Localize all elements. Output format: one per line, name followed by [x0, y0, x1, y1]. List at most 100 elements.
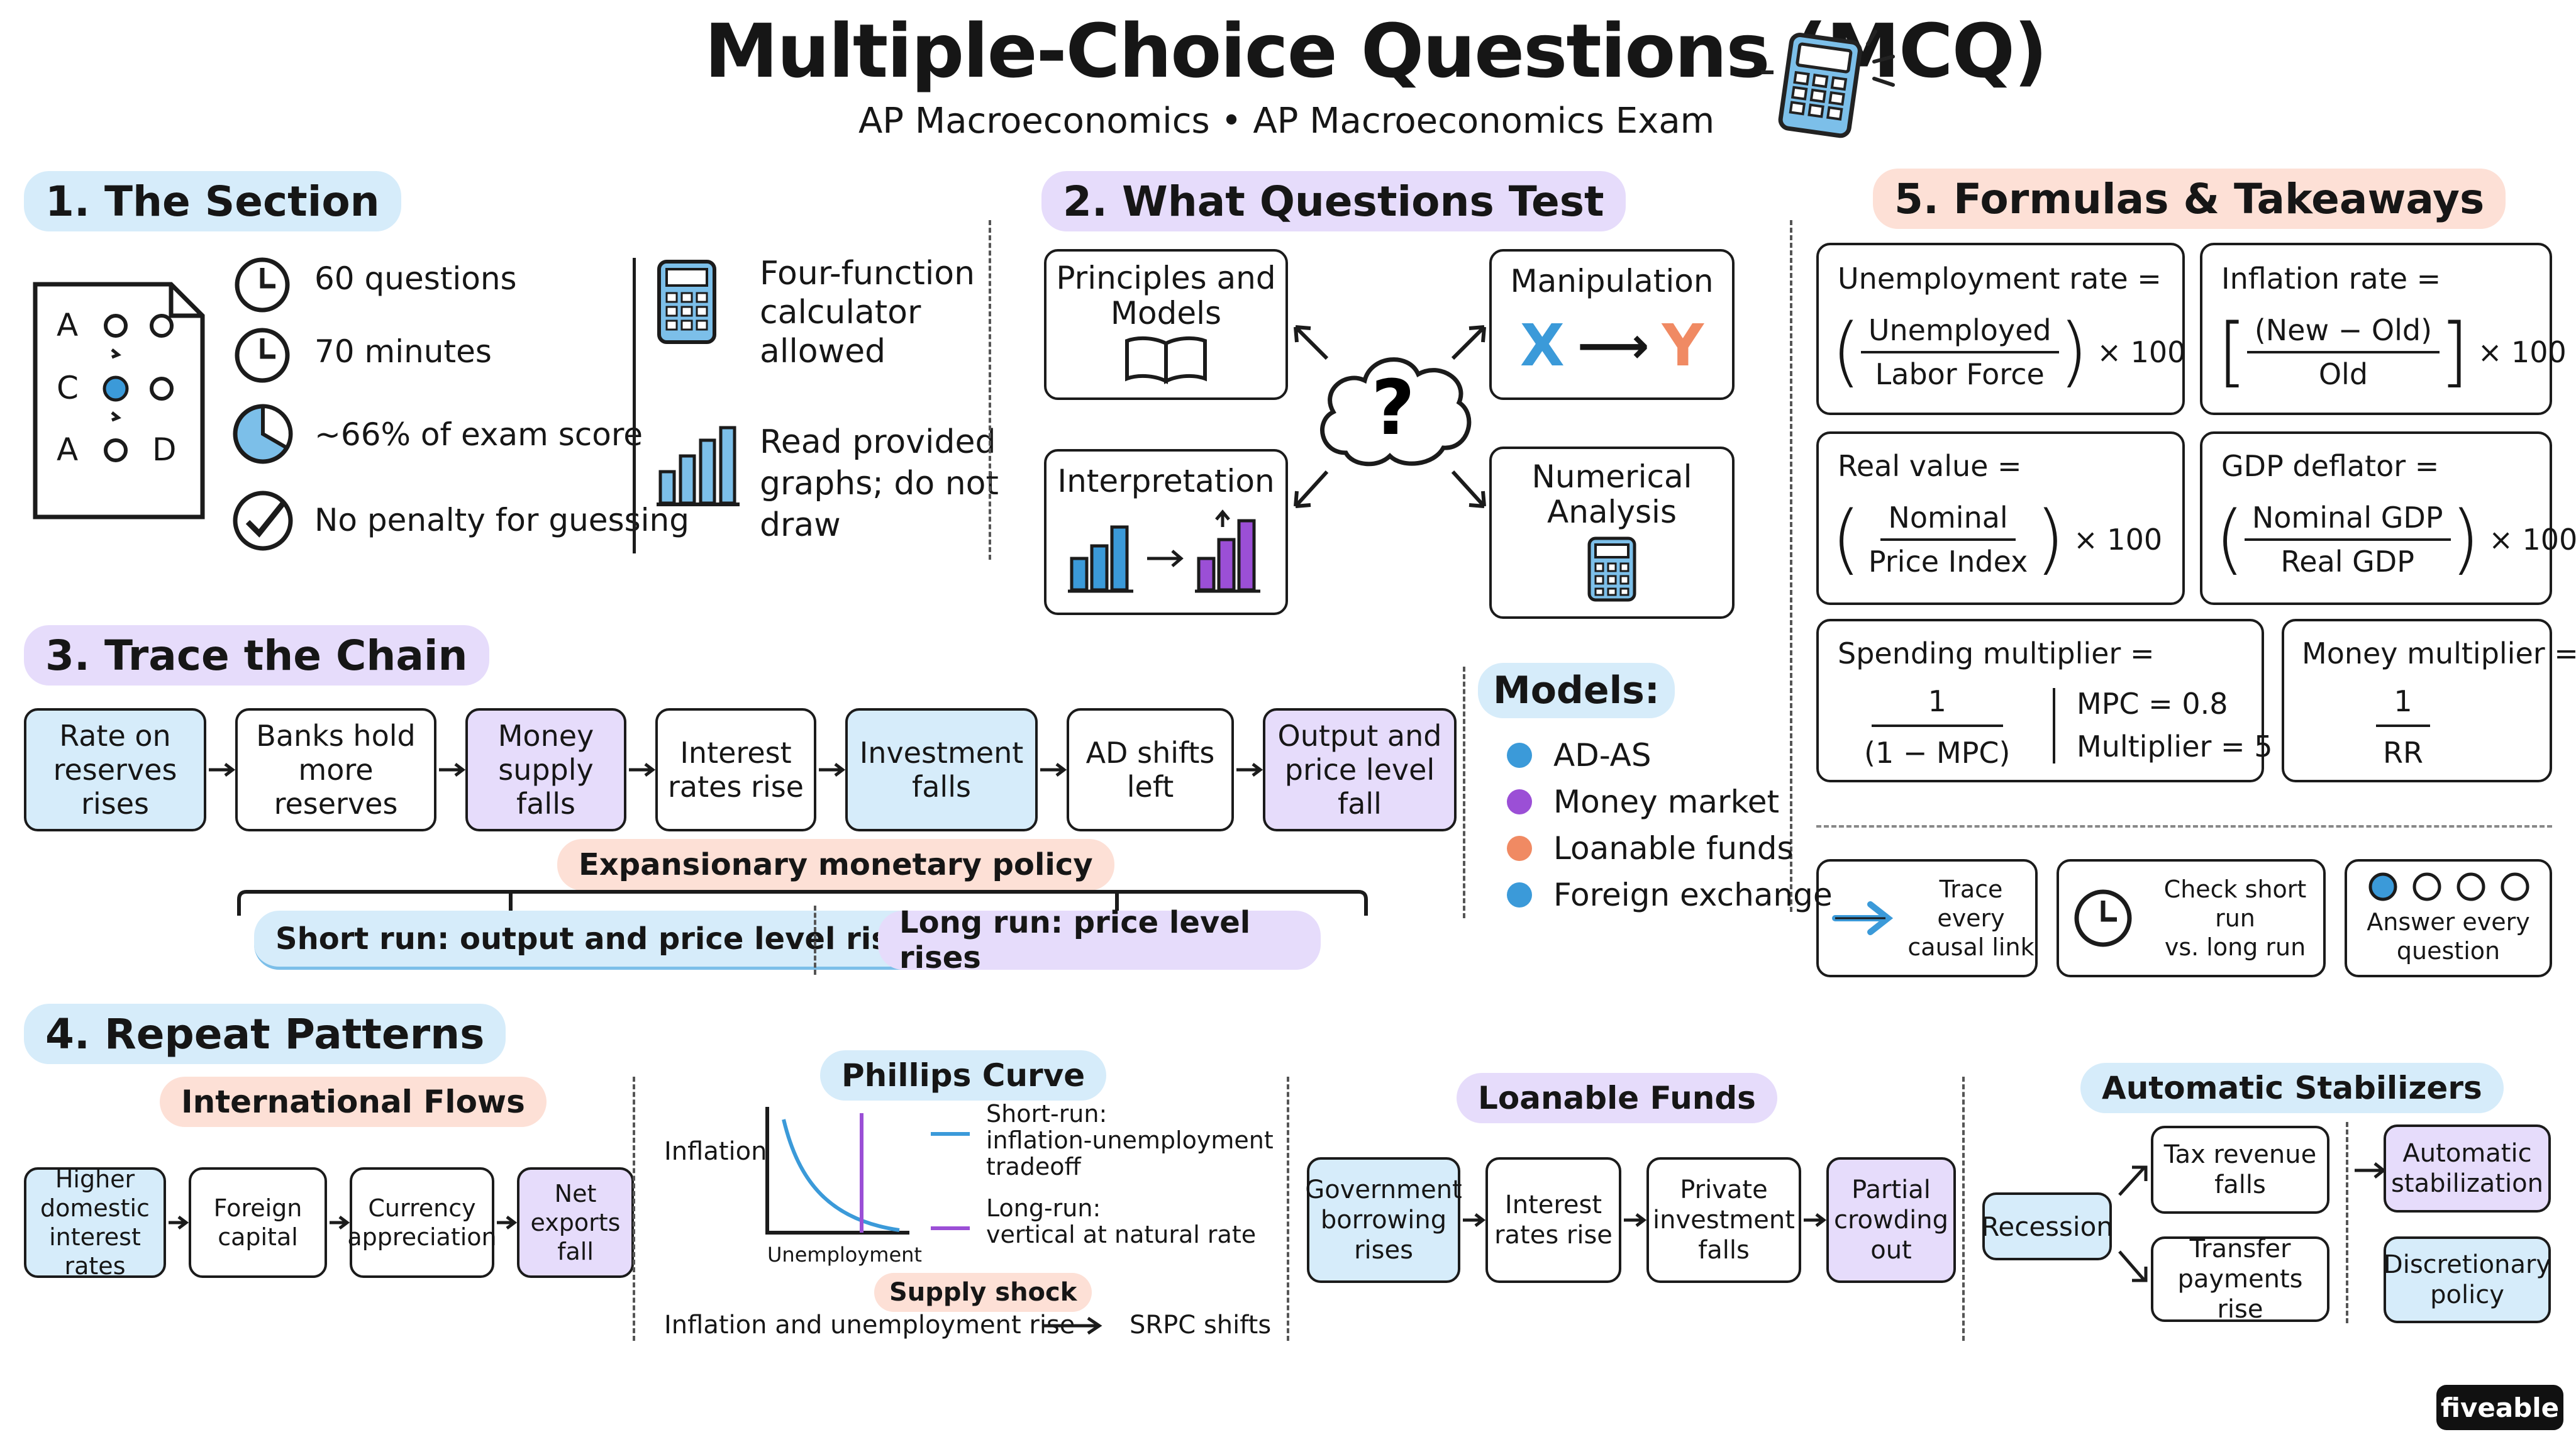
multiplier-note: Multiplier = 5: [2077, 730, 2273, 763]
model-label: Foreign exchange: [1553, 877, 1833, 913]
chain-step-line: AD shifts: [1085, 736, 1215, 770]
model-label: Loanable funds: [1553, 830, 1794, 867]
chain-step-line: Currency: [368, 1194, 476, 1222]
divider: [989, 220, 991, 560]
stabilizers-title: Automatic Stabilizers: [2080, 1063, 2504, 1113]
legend-swatch: [931, 1132, 970, 1136]
arrow-right-icon: [1043, 1316, 1102, 1335]
phillips-legend-long: Long-run: vertical at natural rate: [931, 1195, 1256, 1248]
header-calculator-icon: [1761, 25, 1899, 138]
short-run-label: Short run: output and price level rise: [254, 911, 931, 970]
question-cloud-icon: ?: [1308, 340, 1478, 478]
calculator-icon: [1587, 536, 1636, 602]
chain-step-line: rises: [1354, 1236, 1413, 1265]
book-icon: [1125, 336, 1207, 384]
phillips-legend-short: Short-run: inflation-unemployment tradeo…: [931, 1101, 1274, 1180]
international-title: International Flows: [160, 1077, 547, 1127]
divider: [1287, 1077, 1289, 1341]
box-line: falls: [2214, 1170, 2266, 1199]
bullet-dot: [1507, 789, 1532, 814]
chain-arrow-icon: [1236, 763, 1263, 777]
chain-step-line: Investment: [859, 736, 1024, 770]
box-line: Analysis: [1546, 494, 1677, 530]
clock-icon: [2074, 889, 2132, 947]
multiplier-note-divider: [2053, 688, 2055, 763]
test-box-manipulation: Manipulation X ⟶ Y: [1489, 249, 1735, 400]
legend-line: Short-run:: [986, 1100, 1108, 1128]
chain-arrow-icon: [1804, 1213, 1827, 1227]
clock-icon: [234, 327, 291, 384]
phillips-ylabel: Inflation: [664, 1137, 767, 1166]
section5-heading: 5. Formulas & Takeaways: [1873, 169, 2506, 229]
stat-minutes: 70 minutes: [314, 333, 492, 370]
chain-step-line: Money: [497, 719, 594, 753]
chain-step-line: left: [1126, 770, 1174, 804]
chain-step-line: falls: [912, 770, 971, 804]
chain-arrow-icon: [209, 763, 236, 777]
formula-expression: [ (New − Old)Old ] × 100: [2218, 308, 2567, 396]
legend-line: vertical at natural rate: [986, 1221, 1257, 1248]
fraction: (New − Old)Old: [2246, 313, 2440, 391]
arrow-right-icon: [1832, 901, 1894, 935]
answer-letter: A: [57, 307, 79, 343]
chain-step-line: Net: [554, 1180, 597, 1208]
chain-step-line: rates rise: [1494, 1221, 1613, 1250]
box-line: Automatic: [2402, 1139, 2532, 1168]
box-line: Principles and: [1056, 260, 1276, 296]
answer-letter: D: [152, 431, 177, 468]
formula-label: Real value =: [1838, 449, 2022, 483]
formula-label: Inflation rate =: [2221, 262, 2441, 296]
tool-line: Four-function: [760, 255, 975, 292]
legend-line: tradeoff: [986, 1153, 1081, 1180]
bar-chart-icon: [654, 421, 742, 509]
tool-line: graphs; do not: [760, 465, 999, 502]
chain-arrow-icon: [819, 763, 846, 777]
arrow-right-icon: [2355, 1162, 2387, 1179]
numerator: Nominal GDP: [2244, 501, 2451, 541]
bubbles-icon: [2368, 872, 2529, 901]
numerator: Unemployed: [1860, 313, 2059, 353]
chain-arrow-icon: [1463, 1213, 1486, 1227]
box-line: Transfer: [2189, 1235, 2291, 1263]
connector-arrows: [1294, 325, 1486, 508]
chain-step-line: Interest: [680, 736, 792, 770]
bullet-dot: [1507, 836, 1532, 861]
models-heading: Models:: [1478, 663, 1675, 718]
shock-to: SRPC shifts: [1130, 1311, 1272, 1340]
tip-text: Trace every causal link: [1907, 875, 2035, 962]
section2-heading: 2. What Questions Test: [1041, 171, 1626, 231]
denominator: Real GDP: [2280, 544, 2414, 579]
divider: [1790, 220, 1792, 912]
bracket: (: [2215, 496, 2245, 583]
models-list: AD-AS Money market Loanable funds Foreig…: [1507, 732, 1833, 918]
chain-step-line: falls: [1698, 1236, 1750, 1265]
section4-heading: 4. Repeat Patterns: [24, 1004, 506, 1064]
branch-arrows: [2118, 1165, 2148, 1282]
bracket: ): [2450, 496, 2480, 583]
chain-step-line: crowding: [1834, 1206, 1948, 1235]
phillips-title: Phillips Curve: [820, 1050, 1107, 1101]
tool-calculator-text: Four-function calculator allowed: [760, 254, 975, 371]
chain-step-line: capital: [218, 1223, 298, 1251]
bracket: ]: [2440, 308, 2469, 396]
chain-arrow-icon: [497, 1216, 518, 1230]
section3-heading: 3. Trace the Chain: [24, 625, 489, 686]
bracket: (: [1831, 308, 1861, 396]
test-box-interpretation: Interpretation: [1044, 449, 1288, 615]
bullet-dot: [1507, 882, 1532, 908]
